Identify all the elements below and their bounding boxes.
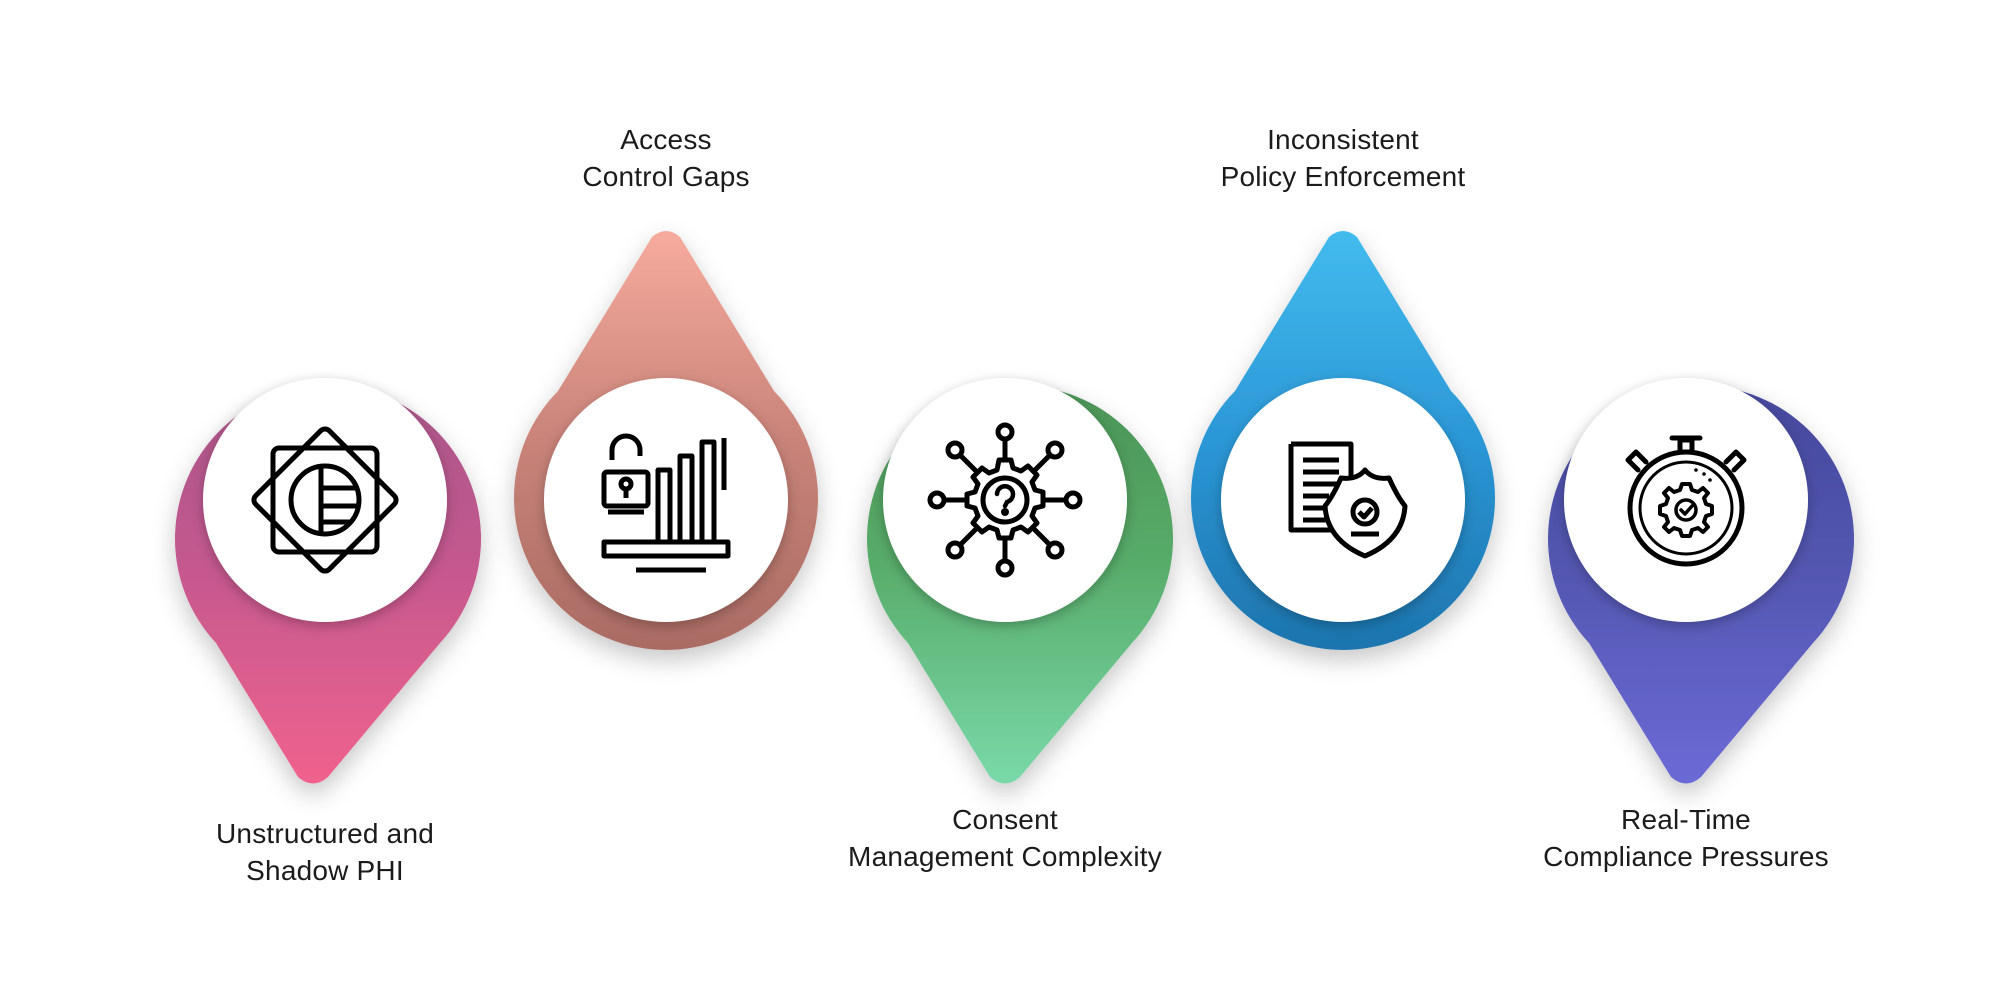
label-policy-enforcement: Inconsistent Policy Enforcement [1133, 121, 1553, 195]
label-line-1: Unstructured and [216, 818, 434, 849]
label-line-2: Policy Enforcement [1220, 161, 1466, 192]
pie-chart-diamond-icon [251, 426, 399, 574]
icon-circle-1 [203, 378, 447, 622]
label-line-2: Shadow PHI [246, 855, 404, 886]
icon-circle-3 [883, 378, 1127, 622]
label-line-1: Consent [952, 804, 1058, 835]
label-line-2: Compliance Pressures [1543, 841, 1829, 872]
label-line-1: Access [620, 124, 712, 155]
label-real-time-compliance: Real-Time Compliance Pressures [1476, 801, 1896, 875]
icon-circle-2 [544, 378, 788, 622]
document-shield-check-icon [1288, 441, 1408, 559]
label-line-2: Management Complexity [848, 841, 1162, 872]
label-access-control: Access Control Gaps [456, 121, 876, 195]
label-consent-management: Consent Management Complexity [795, 801, 1215, 875]
label-line-1: Inconsistent [1267, 124, 1419, 155]
label-line-1: Real-Time [1621, 804, 1751, 835]
unlocked-bar-chart-icon [601, 433, 731, 573]
question-gear-network-icon [927, 422, 1083, 578]
label-unstructured-phi: Unstructured and Shadow PHI [115, 815, 535, 889]
stopwatch-gear-check-icon [1625, 435, 1747, 567]
label-line-2: Control Gaps [582, 161, 750, 192]
